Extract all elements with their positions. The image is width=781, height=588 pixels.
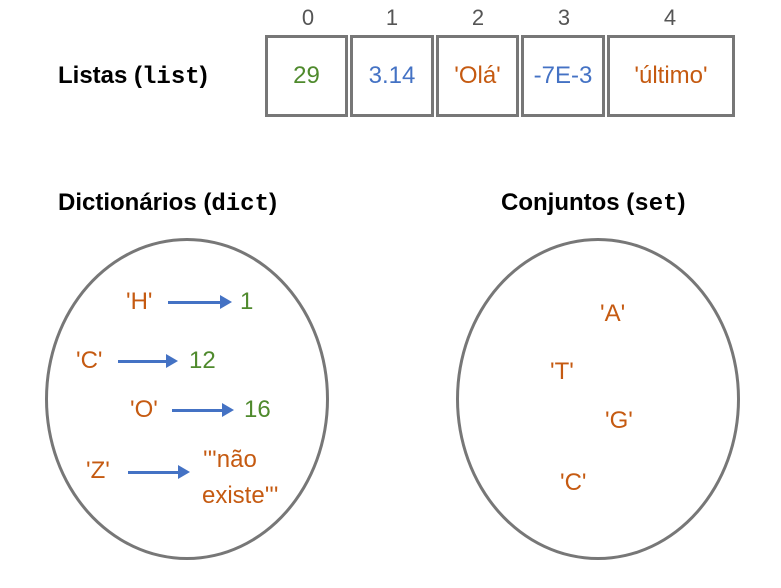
list-index-3: 3 xyxy=(557,5,571,30)
set-ellipse xyxy=(456,238,740,560)
dict-value-z-line2: existe''' xyxy=(202,482,279,509)
list-cell-2: 'Olá' xyxy=(436,35,519,117)
dict-value-c: 12 xyxy=(189,347,216,374)
set-item-t: 'T' xyxy=(550,358,574,385)
list-title-prefix: Listas ( xyxy=(58,62,143,89)
dict-title: Dictionários (dict) xyxy=(58,189,277,218)
dict-title-prefix: Dictionários ( xyxy=(58,189,212,216)
set-title-prefix: Conjuntos ( xyxy=(501,189,635,216)
dict-key-o: 'O' xyxy=(130,396,158,423)
list-title: Listas (list) xyxy=(58,62,208,91)
list-cell-4: 'último' xyxy=(607,35,735,117)
dict-key-h: 'H' xyxy=(126,288,153,315)
list-cell-1: 3.14 xyxy=(350,35,434,117)
dict-value-z-line1: '''não xyxy=(203,446,257,473)
dict-title-suffix: ) xyxy=(268,189,277,216)
set-title: Conjuntos (set) xyxy=(501,189,686,218)
dict-title-code: dict xyxy=(211,191,269,218)
set-item-a: 'A' xyxy=(600,300,626,327)
list-index-1: 1 xyxy=(385,5,399,30)
list-cell-3: -7E-3 xyxy=(521,35,605,117)
dict-value-h: 1 xyxy=(240,288,254,315)
dict-value-o: 16 xyxy=(244,396,271,423)
list-index-2: 2 xyxy=(471,5,485,30)
list-index-4: 4 xyxy=(663,5,677,30)
set-title-code: set xyxy=(634,191,678,218)
dict-ellipse xyxy=(45,238,329,560)
set-item-g: 'G' xyxy=(605,407,633,434)
list-title-code: list xyxy=(142,64,200,91)
list-cell-0: 29 xyxy=(265,35,348,117)
list-index-0: 0 xyxy=(301,5,315,30)
set-item-c: 'C' xyxy=(560,469,587,496)
set-title-suffix: ) xyxy=(677,189,686,216)
dict-key-z: 'Z' xyxy=(86,457,110,484)
dict-key-c: 'C' xyxy=(76,347,103,374)
list-title-suffix: ) xyxy=(199,62,208,89)
